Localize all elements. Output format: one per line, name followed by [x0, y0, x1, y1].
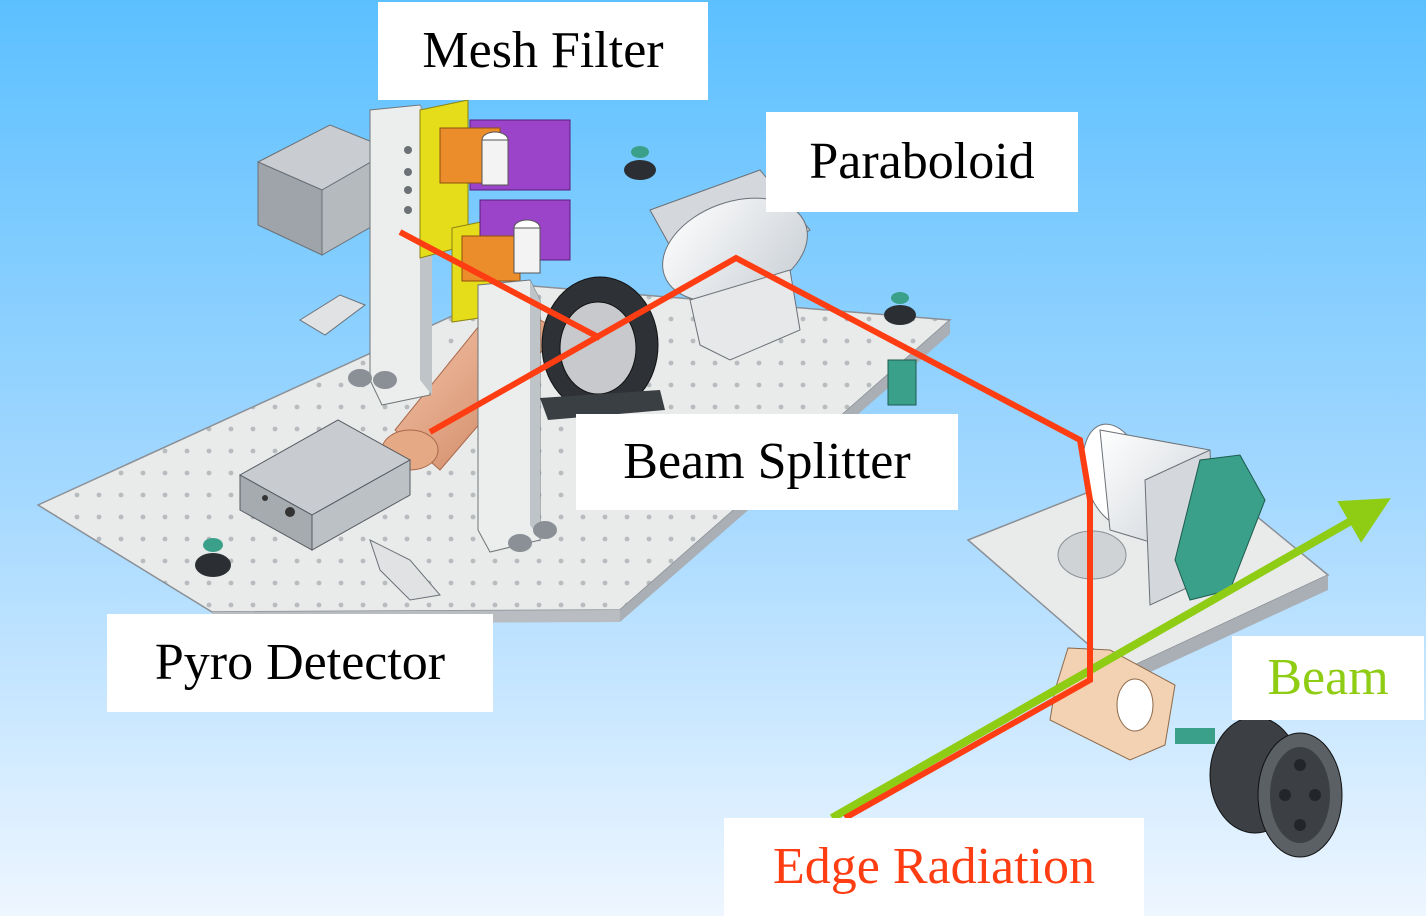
pyro-detector-label: Pyro Detector — [107, 614, 493, 712]
beam-label-text: Beam — [1267, 649, 1389, 706]
electron-beam-line — [830, 498, 1391, 822]
edge-radiation-label: Edge Radiation — [724, 818, 1144, 916]
post-holders — [195, 146, 917, 601]
paraboloid-label-text: Paraboloid — [809, 133, 1035, 190]
pyro-detector-box — [238, 419, 412, 551]
mesh-filter-post-right — [477, 279, 541, 553]
edge-radiation-path — [428, 254, 1093, 821]
beam-splitter-label: Beam Splitter — [576, 414, 958, 510]
vacuum-flange — [1175, 716, 1343, 858]
edge-radiation-label-text: Edge Radiation — [772, 838, 1096, 895]
beam-label: Beam — [1232, 636, 1424, 720]
mesh-filter-label: Mesh Filter — [378, 2, 708, 100]
mesh-filter-label-text: Mesh Filter — [422, 22, 664, 79]
beam-splitter-reflection — [398, 229, 602, 341]
pyro-detector-label-text: Pyro Detector — [154, 634, 446, 691]
beam-splitter-label-text: Beam Splitter — [623, 433, 911, 490]
paraboloid-label: Paraboloid — [766, 112, 1078, 212]
collecting-mirror — [1082, 423, 1266, 606]
